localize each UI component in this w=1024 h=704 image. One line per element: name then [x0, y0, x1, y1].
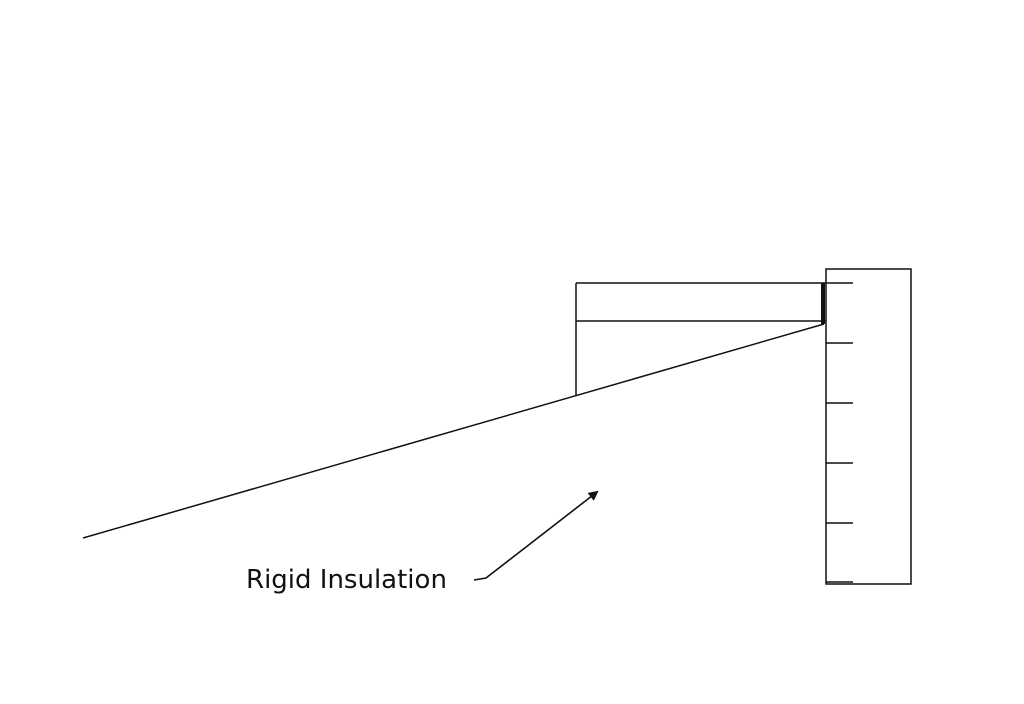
callout-label: Rigid Insulation — [246, 565, 447, 595]
wall-panel — [825, 268, 912, 585]
sloped-insulation-surface — [82, 323, 825, 539]
callout-leader-arrow — [473, 490, 599, 581]
upper-block — [575, 282, 826, 395]
wall-outline — [825, 268, 912, 585]
